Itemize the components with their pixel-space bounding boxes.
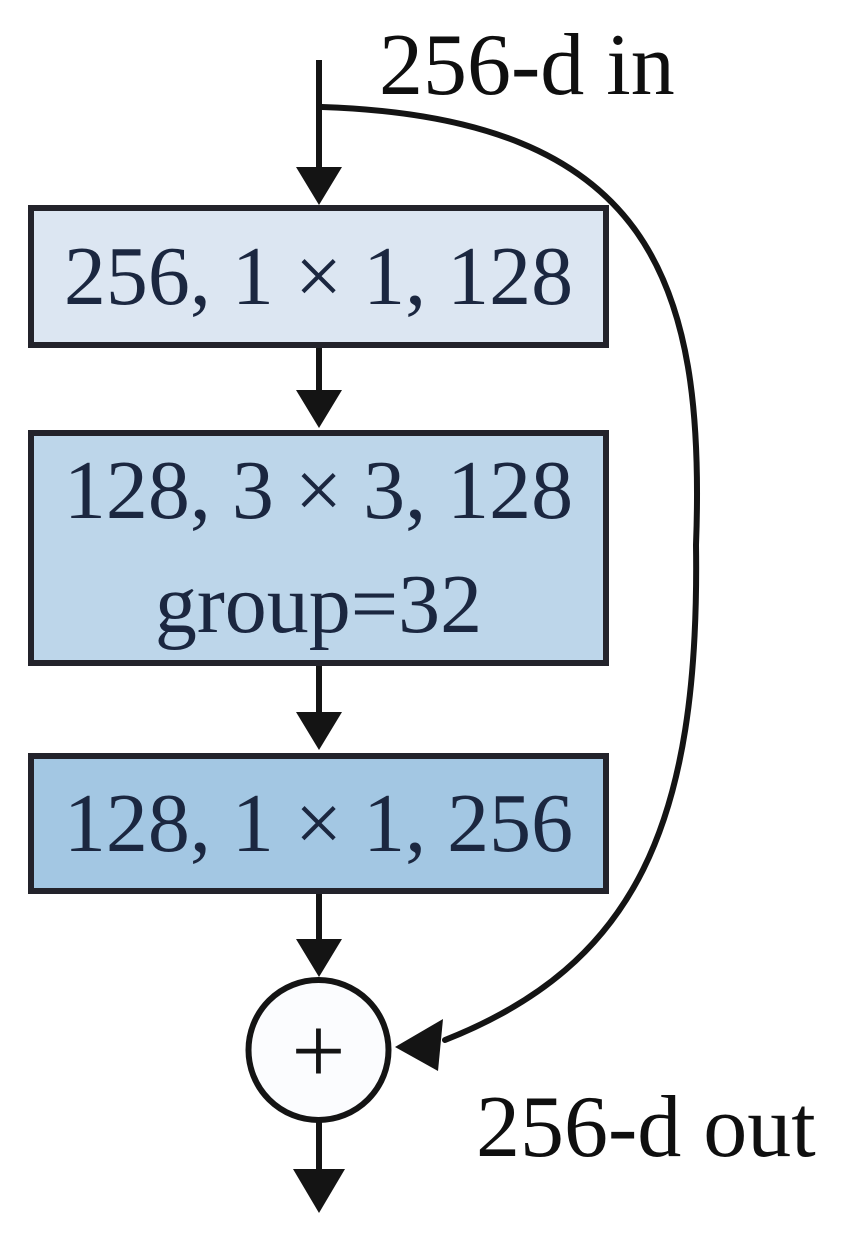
skip-arrowhead-icon [395,1019,443,1071]
conv-block-1x1-expand: 128, 1 × 1, 256 [28,753,609,894]
input-arrowhead-icon [296,167,342,205]
arrowhead-2-icon [296,712,342,750]
conv-block-2-text-line2: group=32 [154,558,483,651]
output-dimension-label: 256-d out [476,1079,816,1176]
skip-connection-curve [319,104,701,1043]
arrowhead-3-icon [296,939,342,977]
input-dimension-label: 256-d in [379,17,675,114]
conv-block-3-text: 128, 1 × 1, 256 [63,777,574,870]
conv-block-2-text-line1: 128, 3 × 3, 128 [63,443,574,537]
conv-block-3x3-grouped: 128, 3 × 3, 128 group=32 [28,430,609,666]
output-arrowhead-icon [293,1169,345,1213]
conv-block-1-text: 256, 1 × 1, 128 [63,230,574,323]
plus-operator-icon: + [291,996,346,1104]
conv-block-1x1-reduce: 256, 1 × 1, 128 [28,205,609,348]
arrowhead-1-icon [296,390,342,428]
